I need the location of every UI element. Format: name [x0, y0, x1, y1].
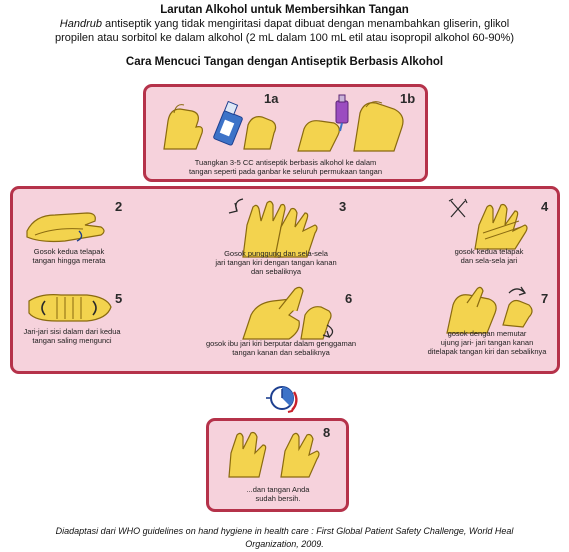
step-5-caption-line-1: Jari-jari sisi dalam dari kedua: [17, 327, 127, 336]
rotation-arrow-icon: [509, 287, 525, 295]
step-8-caption: ...dan tangan Anda sudah bersih.: [213, 485, 343, 503]
hand-illustration-icon: [229, 433, 319, 478]
step-6-illustration: [239, 285, 343, 341]
step-4-illustration: [445, 195, 541, 251]
step-5-illustration: [27, 291, 113, 325]
step-7-caption-line-3: ditelapak tangan kiri dan sebaliknya: [413, 347, 561, 356]
step-6-caption: gosok ibu jari kiri berputar dalam gengg…: [181, 339, 381, 357]
step-2-caption-line-1: Gosok kedua telapak: [19, 247, 119, 256]
step-8-illustration: [223, 427, 323, 479]
timer-icon: [262, 378, 302, 418]
step-1-panel: 1a 1b Tuangkan 3-5 CC antiseptik be: [143, 84, 428, 182]
step-3-caption-line-1: Gosok punggung dan sela-sela: [191, 249, 361, 258]
source-note-line-1: Diadaptasi dari WHO guidelines on hand h…: [0, 526, 569, 536]
step-6-caption-line-2: tangan kanan dan sebaliknya: [181, 348, 381, 357]
step-3-caption-line-2: jari tangan kiri dengan tangan kanan: [191, 258, 361, 267]
step-8-caption-line-1: ...dan tangan Anda: [213, 485, 343, 494]
step-7-caption: gosok dengan memutar ujung jari- jari ta…: [413, 329, 561, 356]
intro-line-1: Handrub antiseptik yang tidak mengiritas…: [0, 18, 569, 30]
hand-illustration-icon: [29, 295, 111, 321]
rotation-arrow-icon: [449, 199, 467, 217]
hand-illustration-icon: [27, 213, 104, 242]
step-4-caption-line-1: gosok kedua telapak: [433, 247, 545, 256]
step-5-caption-line-2: tangan saling mengunci: [17, 336, 127, 345]
step-5-caption: Jari-jari sisi dalam dari kedua tangan s…: [17, 327, 127, 345]
step-7-caption-line-2: ujung jari- jari tangan kanan: [413, 338, 561, 347]
intro-line-1-text: antiseptik yang tidak mengiritasi dapat …: [102, 18, 509, 30]
hand-illustration-icon: [298, 121, 339, 151]
hand-illustration-icon: [164, 105, 202, 149]
step-8-panel: 8 ...dan tangan Anda sudah bersih.: [206, 418, 349, 512]
step-5-number: 5: [115, 291, 122, 306]
step-8-number: 8: [323, 425, 330, 440]
page-title: Larutan Alkohol untuk Membersihkan Tanga…: [0, 4, 569, 16]
step-3-number: 3: [339, 199, 346, 214]
step-7-number: 7: [541, 291, 548, 306]
step-7-caption-line-1: gosok dengan memutar: [413, 329, 561, 338]
step-3-caption-line-3: dan sebaliknya: [191, 267, 361, 276]
step-6-caption-line-1: gosok ibu jari kiri berputar dalam gengg…: [181, 339, 381, 348]
intro-italic: Handrub: [60, 18, 102, 30]
step-1-caption-line-1: Tuangkan 3-5 CC antiseptik berbasis alko…: [148, 158, 423, 167]
step-3-caption: Gosok punggung dan sela-sela jari tangan…: [191, 249, 361, 276]
intro-line-2: propilen atau sorbitol ke dalam alkohol …: [0, 32, 569, 44]
step-1-caption-line-2: tangan seperti pada ganbar ke seluruh pe…: [148, 167, 423, 176]
hand-illustration-icon: [475, 205, 527, 250]
section-subtitle: Cara Mencuci Tangan dengan Antiseptik Be…: [0, 56, 569, 68]
steps-2-7-panel: 2 Gosok kedua telapak tangan hingga mera…: [10, 186, 560, 374]
step-1b-illustration: [294, 93, 422, 153]
step-6-number: 6: [345, 291, 352, 306]
hand-illustration-icon: [243, 287, 331, 339]
step-2-caption: Gosok kedua telapak tangan hingga merata: [19, 247, 119, 265]
hand-illustration-icon: [354, 102, 403, 151]
step-8-caption-line-2: sudah bersih.: [213, 494, 343, 503]
step-4-caption: gosok kedua telapak dan sela-sela jari: [433, 247, 545, 265]
step-4-caption-line-2: dan sela-sela jari: [433, 256, 545, 265]
step-1-caption: Tuangkan 3-5 CC antiseptik berbasis alko…: [148, 158, 423, 176]
rotation-arrow-icon: [229, 199, 243, 213]
step-4-number: 4: [541, 199, 548, 214]
step-2-illustration: [25, 201, 111, 247]
step-1a-illustration: [152, 91, 282, 151]
hand-illustration-icon: [244, 117, 276, 149]
source-note-line-2: Organization, 2009.: [0, 539, 569, 549]
antiseptic-bottle-icon: [213, 101, 243, 145]
step-2-number: 2: [115, 199, 122, 214]
step-2-caption-line-2: tangan hingga merata: [19, 256, 119, 265]
